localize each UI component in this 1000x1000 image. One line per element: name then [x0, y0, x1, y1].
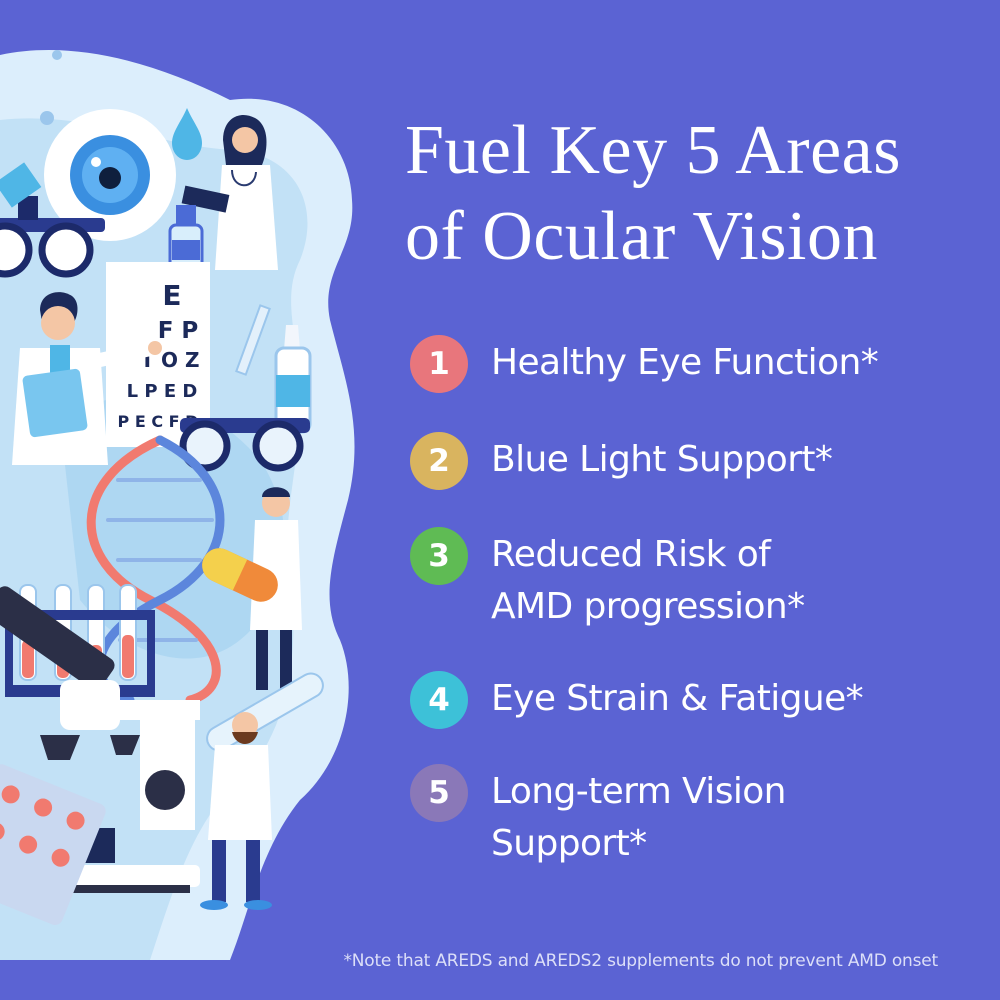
- benefit-label: Long-term Vision Support*: [491, 766, 786, 870]
- benefit-item-3: 3 Reduced Risk of AMD progression*: [410, 527, 805, 633]
- doctor-icon: [181, 114, 278, 270]
- trial-frame-glasses-icon: [0, 196, 105, 278]
- doctor-icon: [12, 292, 162, 465]
- benefit-label: Blue Light Support*: [491, 434, 833, 486]
- number-badge: 2: [410, 432, 468, 490]
- page-title: Fuel Key 5 Areas of Ocular Vision: [405, 108, 975, 280]
- capsule-icon: [202, 548, 278, 602]
- benefit-label-line: AMD progression*: [491, 586, 805, 627]
- doctor-icon: [250, 487, 302, 690]
- benefit-item-5: 5 Long-term Vision Support*: [410, 764, 786, 870]
- benefit-item-4: 4 Eye Strain & Fatigue*: [410, 671, 864, 729]
- benefit-label-line: Healthy Eye Function*: [491, 342, 879, 383]
- svg-text:P E C F D: P E C F D: [118, 412, 199, 431]
- benefit-label: Eye Strain & Fatigue*: [491, 673, 864, 725]
- benefit-item-1: 1 Healthy Eye Function*: [410, 335, 879, 393]
- svg-text:F P: F P: [158, 318, 199, 344]
- number-badge: 5: [410, 764, 468, 822]
- title-line-2: of Ocular Vision: [405, 198, 878, 275]
- benefit-label-line: Support*: [491, 823, 647, 864]
- trial-frame-glasses-icon: [179, 418, 310, 472]
- eye-icon: [44, 109, 176, 241]
- dropper-bottle-icon: [274, 325, 312, 434]
- pill-blister-icon: [0, 764, 106, 925]
- number-badge: 1: [410, 335, 468, 393]
- benefit-label: Healthy Eye Function*: [491, 337, 879, 389]
- benefit-label-line: Blue Light Support*: [491, 439, 833, 480]
- doctor-icon: [200, 672, 324, 910]
- svg-text:E: E: [162, 279, 181, 312]
- water-drop-icon: [172, 108, 202, 160]
- benefit-item-2: 2 Blue Light Support*: [410, 432, 833, 490]
- benefit-label: Reduced Risk of AMD progression*: [491, 529, 805, 633]
- footnote: *Note that AREDS and AREDS2 supplements …: [343, 951, 938, 971]
- title-line-1: Fuel Key 5 Areas: [405, 112, 901, 189]
- benefit-label-line: Eye Strain & Fatigue*: [491, 678, 864, 719]
- number-badge: 3: [410, 527, 468, 585]
- svg-text:L P E D: L P E D: [127, 381, 198, 402]
- eye-chart-icon: E F P T O Z L P E D P E C F D: [106, 262, 210, 447]
- number-badge: 4: [410, 671, 468, 729]
- benefit-label-line: Long-term Vision: [491, 771, 786, 812]
- benefit-label-line: Reduced Risk of: [491, 534, 771, 575]
- microscope-icon: [0, 586, 200, 893]
